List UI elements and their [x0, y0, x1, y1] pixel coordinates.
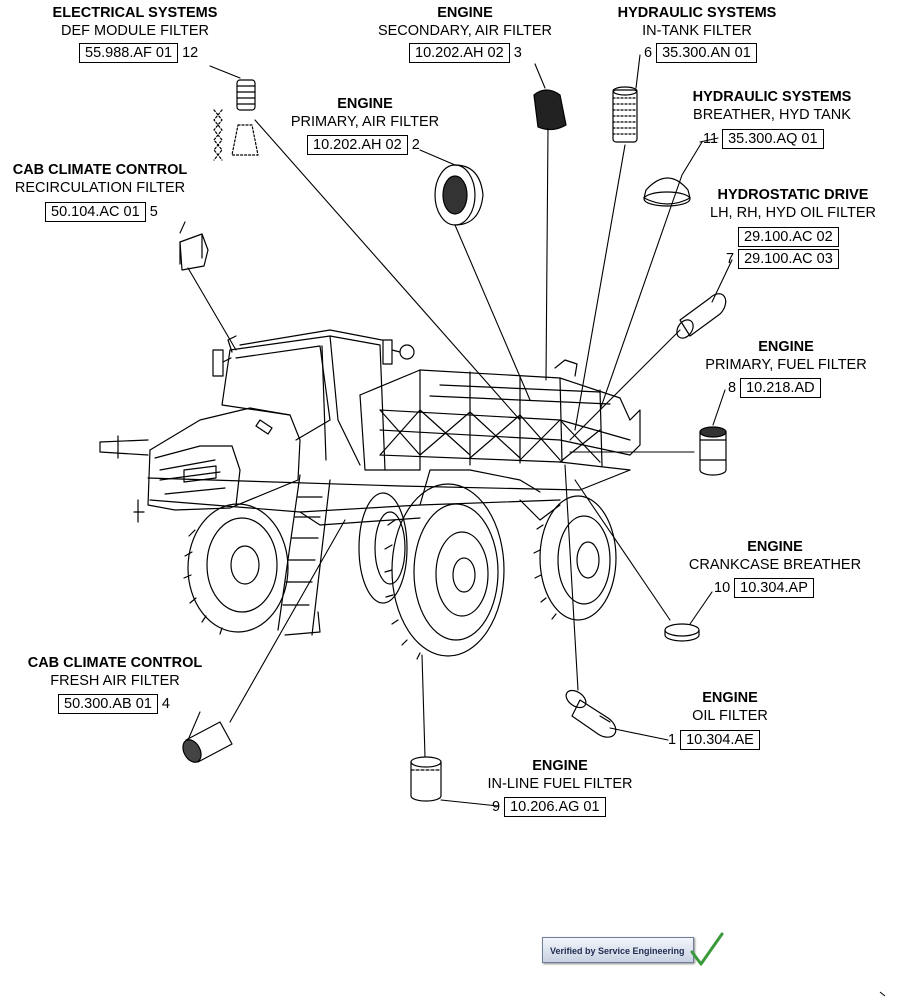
callout-subtitle: DEF MODULE FILTER — [61, 23, 209, 39]
callout-hyd-oil-filter: HYDROSTATIC DRIVE LH, RH, HYD OIL FILTER — [684, 186, 902, 222]
primary-air-filter-icon — [434, 164, 484, 226]
callout-header: ENGINE — [437, 5, 493, 21]
callout-subtitle: BREATHER, HYD TANK — [693, 107, 851, 123]
in-tank-filter-icon — [612, 86, 638, 143]
callout-subtitle: PRIMARY, AIR FILTER — [290, 114, 440, 130]
ref-number: 5 — [149, 204, 158, 220]
ref-code: 35.300.AN 01 — [656, 43, 757, 63]
def-module-filter-icon — [213, 79, 259, 161]
ref-code: 10.218.AD — [740, 378, 821, 398]
callout-fresh-air-filter: CAB CLIMATE CONTROL FRESH AIR FILTER — [10, 654, 220, 690]
ref-number: 3 — [513, 45, 522, 61]
ref-number: 1 — [668, 732, 677, 748]
callout-breather-hyd-tank: HYDRAULIC SYSTEMS BREATHER, HYD TANK — [672, 88, 872, 124]
crankcase-breather-icon — [664, 623, 700, 642]
ref-number: 6 — [644, 45, 653, 61]
callout-header: CAB CLIMATE CONTROL — [12, 162, 188, 178]
callout-subtitle: IN-LINE FUEL FILTER — [487, 776, 633, 792]
callout-header: HYDROSTATIC DRIVE — [717, 187, 869, 203]
recirculation-filter-icon — [179, 233, 209, 271]
ref-code: 35.300.AQ 01 — [722, 129, 824, 149]
callout-subtitle: SECONDARY, AIR FILTER — [377, 23, 553, 39]
callout-recirculation-filter: CAB CLIMATE CONTROL RECIRCULATION FILTER — [0, 161, 200, 197]
ref-hyd-oil-filter-a: 29.100.AC 02 — [738, 227, 839, 247]
primary-fuel-filter-icon — [699, 426, 727, 476]
callout-header: HYDRAULIC SYSTEMS — [617, 5, 777, 21]
verified-badge: Verified by Service Engineering — [542, 937, 694, 963]
ref-number: 4 — [161, 696, 170, 712]
callout-subtitle: RECIRCULATION FILTER — [14, 180, 186, 196]
ref-code: 55.988.AF 01 — [79, 43, 179, 63]
ref-number: 2 — [411, 137, 420, 153]
ref-number: 10 — [714, 580, 731, 596]
ref-code: 10.304.AP — [734, 578, 814, 598]
callout-header: ENGINE — [702, 690, 758, 706]
callout-subtitle: FRESH AIR FILTER — [50, 673, 180, 689]
callout-secondary-air-filter: ENGINE SECONDARY, AIR FILTER — [350, 4, 580, 40]
callout-header: ENGINE — [758, 339, 814, 355]
oil-filter-icon — [565, 689, 617, 738]
ref-number: 11 — [703, 131, 719, 147]
secondary-air-filter-icon — [533, 89, 567, 131]
callout-header: ENGINE — [532, 758, 588, 774]
fresh-air-filter-icon — [182, 721, 233, 763]
ref-code: 50.104.AC 01 — [45, 202, 146, 222]
ref-code: 29.100.AC 03 — [738, 249, 839, 269]
ref-number: 9 — [492, 799, 501, 815]
sprayer-machine-illustration — [99, 329, 641, 660]
breather-hyd-tank-icon — [643, 177, 691, 207]
verified-badge-text: Verified by Service Engineering — [550, 946, 685, 956]
callout-subtitle: CRANKCASE BREATHER — [688, 557, 862, 573]
callout-header: ENGINE — [337, 96, 393, 112]
callout-def-module-filter: ELECTRICAL SYSTEMS DEF MODULE FILTER — [20, 4, 250, 40]
callout-subtitle: IN-TANK FILTER — [642, 23, 752, 39]
ref-code: 10.202.AH 02 — [409, 43, 510, 63]
callout-header: HYDRAULIC SYSTEMS — [692, 89, 852, 105]
callout-header: CAB CLIMATE CONTROL — [27, 655, 203, 671]
callout-oil-filter: ENGINE OIL FILTER — [650, 689, 810, 725]
callout-primary-fuel-filter: ENGINE PRIMARY, FUEL FILTER — [680, 338, 892, 374]
ref-number: 7 — [726, 251, 735, 267]
ref-code: 10.206.AG 01 — [504, 797, 606, 817]
callout-primary-air-filter: ENGINE PRIMARY, AIR FILTER — [265, 95, 465, 131]
ref-code: 50.300.AB 01 — [58, 694, 158, 714]
ref-number: 12 — [182, 45, 199, 61]
callout-inline-fuel-filter: ENGINE IN-LINE FUEL FILTER — [460, 757, 660, 793]
checkmark-icon — [690, 932, 724, 966]
callout-in-tank-filter: HYDRAULIC SYSTEMS IN-TANK FILTER — [597, 4, 797, 40]
corner-mark — [879, 991, 886, 997]
ref-code: 29.100.AC 02 — [738, 227, 839, 247]
hyd-oil-filter-icon — [676, 293, 727, 339]
callout-header: ELECTRICAL SYSTEMS — [52, 5, 218, 21]
callout-subtitle: OIL FILTER — [692, 708, 768, 724]
ref-code: 10.304.AE — [680, 730, 760, 750]
callout-crankcase-breather: ENGINE CRANKCASE BREATHER — [670, 538, 880, 574]
callout-subtitle: LH, RH, HYD OIL FILTER — [710, 205, 876, 221]
callout-subtitle: PRIMARY, FUEL FILTER — [705, 357, 867, 373]
inline-fuel-filter-icon — [410, 756, 442, 802]
ref-number: 8 — [728, 380, 737, 396]
ref-code: 10.202.AH 02 — [307, 135, 408, 155]
callout-header: ENGINE — [747, 539, 803, 555]
leader-lines — [179, 54, 733, 807]
